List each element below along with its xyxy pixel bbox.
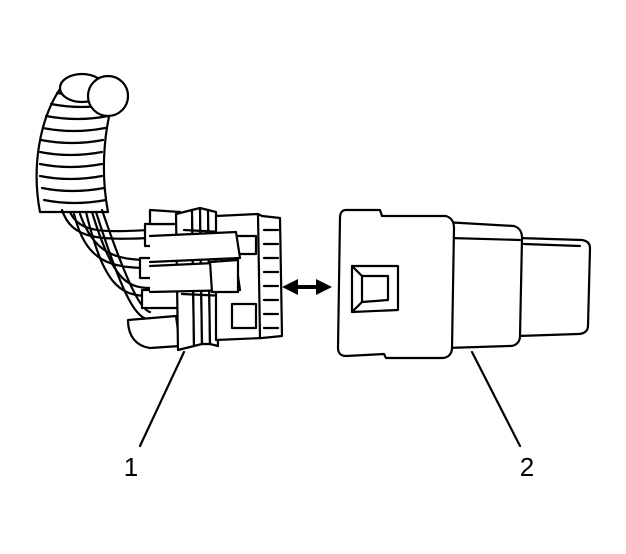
wires <box>60 208 152 322</box>
leader-line-2 <box>470 350 522 448</box>
callout-label-2: 2 <box>520 452 534 482</box>
harness-connector <box>35 72 284 352</box>
mating-component <box>336 208 592 360</box>
callout-label-1: 1 <box>124 452 138 482</box>
wire-conduit <box>35 72 130 214</box>
leader-line-1 <box>138 350 186 448</box>
connector-housing <box>148 212 284 342</box>
